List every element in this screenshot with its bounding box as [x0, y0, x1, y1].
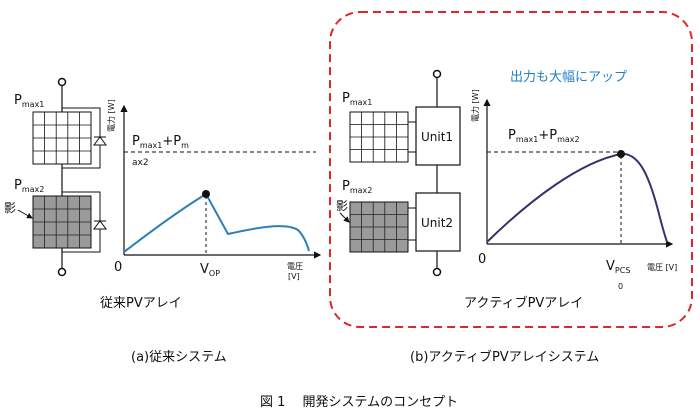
origin-label: 0: [114, 260, 122, 275]
top-terminal: [432, 69, 442, 79]
bottom-terminal: [432, 267, 442, 277]
bottom-terminal: [57, 267, 67, 277]
active-system-caption: (b)アクティブPVアレイシステム: [410, 349, 599, 365]
vop-label: VOP: [200, 262, 220, 278]
x-axis-unit: [V]: [288, 272, 300, 281]
pv-panel-2-shaded: [349, 201, 409, 253]
active-system-highlight-box: [329, 11, 693, 328]
vpcs-label: VPCS: [606, 259, 630, 275]
pv-curve-active: [486, 152, 668, 243]
active-pv-curve-graph: 電力 [W] Pmax1+Pmax2 0 VPCS 0 電圧 [V]: [470, 89, 677, 291]
shadow-arrow: [339, 212, 350, 223]
y-axis-label: 電力 [W]: [470, 89, 480, 122]
shadow-arrow: [17, 209, 33, 219]
pv-panel-2-shaded: [32, 195, 92, 249]
bypass-diode-1: [62, 107, 107, 169]
vpcs-label-wrap: 0: [618, 282, 623, 291]
pmax2-label: Pmax2: [342, 179, 372, 195]
figure-caption: 図 1 開発システムのコンセプト: [260, 395, 458, 410]
pmax-sum-label-wrap: ax2: [132, 158, 149, 168]
unit1-label: Unit1: [421, 130, 453, 144]
x-axis-label: 電圧 [V]: [647, 263, 677, 272]
shadow-label: 影: [4, 201, 16, 215]
bypass-diode-2: [62, 191, 107, 253]
operating-point: [617, 150, 625, 158]
pmax1-label: Pmax1: [14, 93, 44, 109]
pmax1-label: Pmax1: [342, 91, 372, 107]
pmax2-label: Pmax2: [14, 178, 44, 194]
pmax-sum-label: Pmax1+Pmax2: [508, 128, 580, 144]
top-terminal: [57, 77, 67, 87]
y-axis-label: 電力 [W]: [106, 99, 116, 132]
unit2-box: [415, 192, 461, 252]
pmax-sum-label: Pmax1+Pm: [132, 134, 189, 150]
shadow-label: 影: [336, 199, 348, 213]
pv-panel-1: [349, 111, 409, 163]
operating-point: [202, 190, 210, 198]
conventional-array-caption: 従来PVアレイ: [100, 296, 182, 311]
origin-label: 0: [478, 252, 486, 267]
unit2-label: Unit2: [421, 216, 453, 230]
x-axis-label: 電圧: [287, 262, 303, 271]
conventional-system-caption: (a)従来システム: [131, 350, 227, 365]
conventional-array-schematic: Pmax1 Pmax2 影: [4, 77, 107, 277]
conventional-pv-curve-graph: 電力 [W] Pmax1+Pm ax2 0 VOP 電圧 [V]: [106, 99, 322, 281]
pv-curve-conventional: [123, 192, 310, 253]
unit1-box: [415, 106, 461, 166]
active-array-caption: アクティブPVアレイ: [464, 295, 583, 311]
highlight-text: 出力も大幅にアップ: [510, 70, 627, 85]
active-array-schematic: Unit1 Unit2 Pmax1 Pmax2 影: [336, 69, 461, 277]
pv-panel-1: [32, 111, 92, 165]
